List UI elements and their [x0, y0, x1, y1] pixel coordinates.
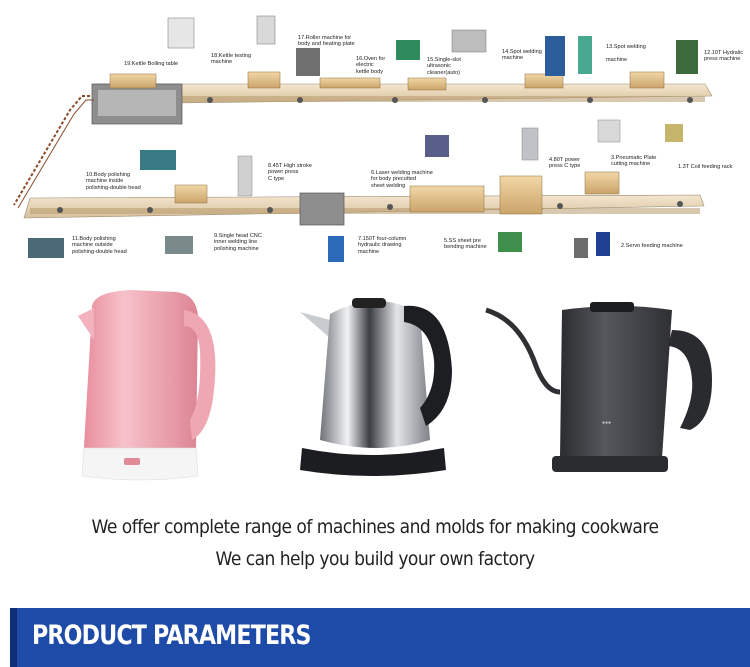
machine-label: 11.Body polishing machine outside polish… — [72, 236, 127, 255]
section-title: PRODUCT PARAMETERS — [32, 620, 311, 651]
transfer-chain — [13, 95, 94, 209]
machine-label: 15.Single-slot ultrasonic cleaner(auto) — [427, 57, 461, 76]
machine-label: 8.45T High stroke power press C type — [268, 163, 313, 182]
product-photos: ●●● — [0, 280, 750, 500]
machine-label: 2.Servo feeding machine — [621, 243, 683, 249]
machine-label: 18.Kettle testing machine — [211, 53, 252, 66]
machine-label: 19.Kettle Boiling table — [124, 61, 179, 67]
machine-label: 5.SS sheet pre bending machine — [444, 238, 487, 251]
machine-label: 4.80T power press C type — [549, 157, 581, 170]
gooseneck-kettle: ●●● — [485, 302, 712, 472]
tagline-line-2: We can help you build your own factory — [215, 548, 535, 570]
banner-accent-stripe — [10, 608, 17, 667]
machine-label: 6.Laser welding machine for body precutt… — [371, 170, 433, 189]
machine-label: 16.Oven for electric kettle body — [356, 56, 386, 75]
production-line-drawing — [13, 15, 713, 262]
steel-kettle — [300, 298, 452, 476]
machine-thumbnails — [28, 15, 698, 262]
machine-label: 10.Body polishing machine inside polishi… — [86, 172, 141, 191]
machine-label: 1.3T Coil feeding rack — [678, 164, 733, 170]
production-line-diagram: 19.Kettle Boiling table 18.Kettle testin… — [0, 0, 750, 270]
machine-label: 12.10T Hydralic press machine — [704, 50, 744, 63]
section-banner — [10, 608, 750, 667]
machine-label: 17.Roller machine for body and heating p… — [298, 35, 355, 48]
machine-label: 13.Spot welding machine — [606, 44, 646, 63]
machine-label: 3.Pneumatic Plate cutting machine — [611, 155, 657, 168]
machine-label: 14.Spot welding machine — [502, 49, 542, 62]
lower-conveyor — [23, 171, 705, 226]
upper-conveyor — [91, 71, 713, 125]
pink-kettle — [78, 290, 216, 481]
tagline-line-1: We offer complete range of machines and … — [91, 516, 659, 538]
machine-label: 9.Single head CNC inner welding line pol… — [214, 233, 262, 252]
machine-label: 7.150T four-column hydraulic drawing mac… — [358, 236, 407, 255]
kettle-illustrations: ●●● — [78, 290, 712, 481]
svg-text:●●●: ●●● — [602, 420, 611, 426]
